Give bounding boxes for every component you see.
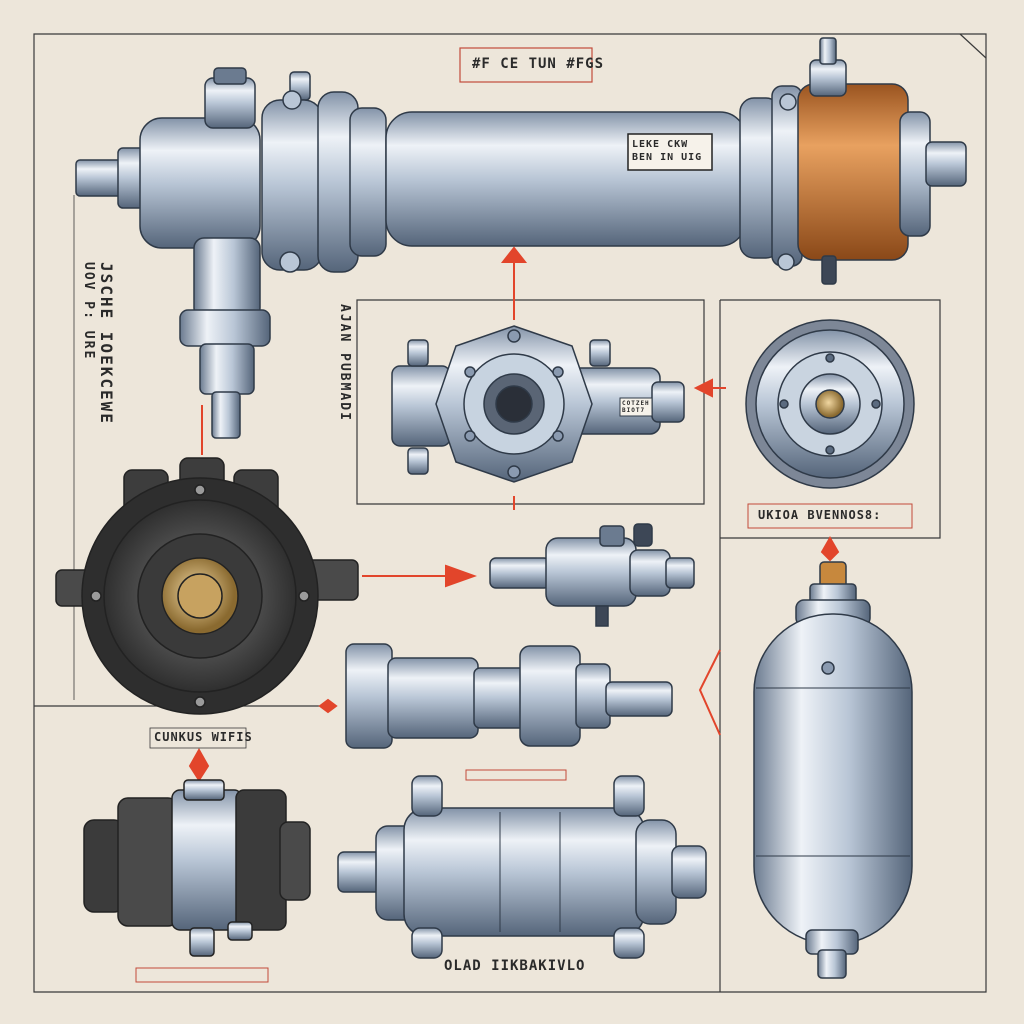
left-vertical-label: UOV P: URE — [81, 262, 96, 361]
coupling-tag — [465, 769, 567, 781]
left-vertical-label-2: JSCHE IOEKCEWE — [97, 262, 116, 425]
main-nameplate — [627, 133, 713, 171]
small-valve-icon — [489, 523, 695, 627]
center-vertical-label: AJAN PUBMADI — [337, 304, 352, 422]
pressure-tank-icon — [753, 561, 913, 979]
left-mid-label-frame — [149, 727, 247, 749]
title-block-text: #F CE TUN #FGS — [472, 56, 605, 72]
compact-pump-icon — [83, 779, 311, 957]
flange-pump-nameplate-text: COTZEH BIOT7 — [622, 400, 650, 414]
pipe-coupling-icon — [345, 643, 673, 749]
disc-flange-icon — [745, 319, 915, 489]
main-nameplate-text: LEKE CKW BEN IN UIG — [632, 139, 703, 163]
compact-pump-tag — [135, 967, 269, 983]
bottom-center-label-text: OLAD IIKBAKIVLO — [444, 958, 586, 974]
title-block-frame — [459, 47, 593, 83]
geared-housing-icon — [55, 457, 359, 715]
flange-pump-icon — [391, 325, 685, 483]
cylinder-motor-icon — [337, 775, 707, 959]
frame-lines — [33, 33, 987, 993]
disc-label-text: UKIOA BVENNOS8: — [758, 508, 882, 522]
left-mid-label-text: CUNKUS WIFIS — [154, 730, 253, 744]
red-arrows — [188, 246, 840, 792]
disc-label-frame — [747, 503, 913, 529]
